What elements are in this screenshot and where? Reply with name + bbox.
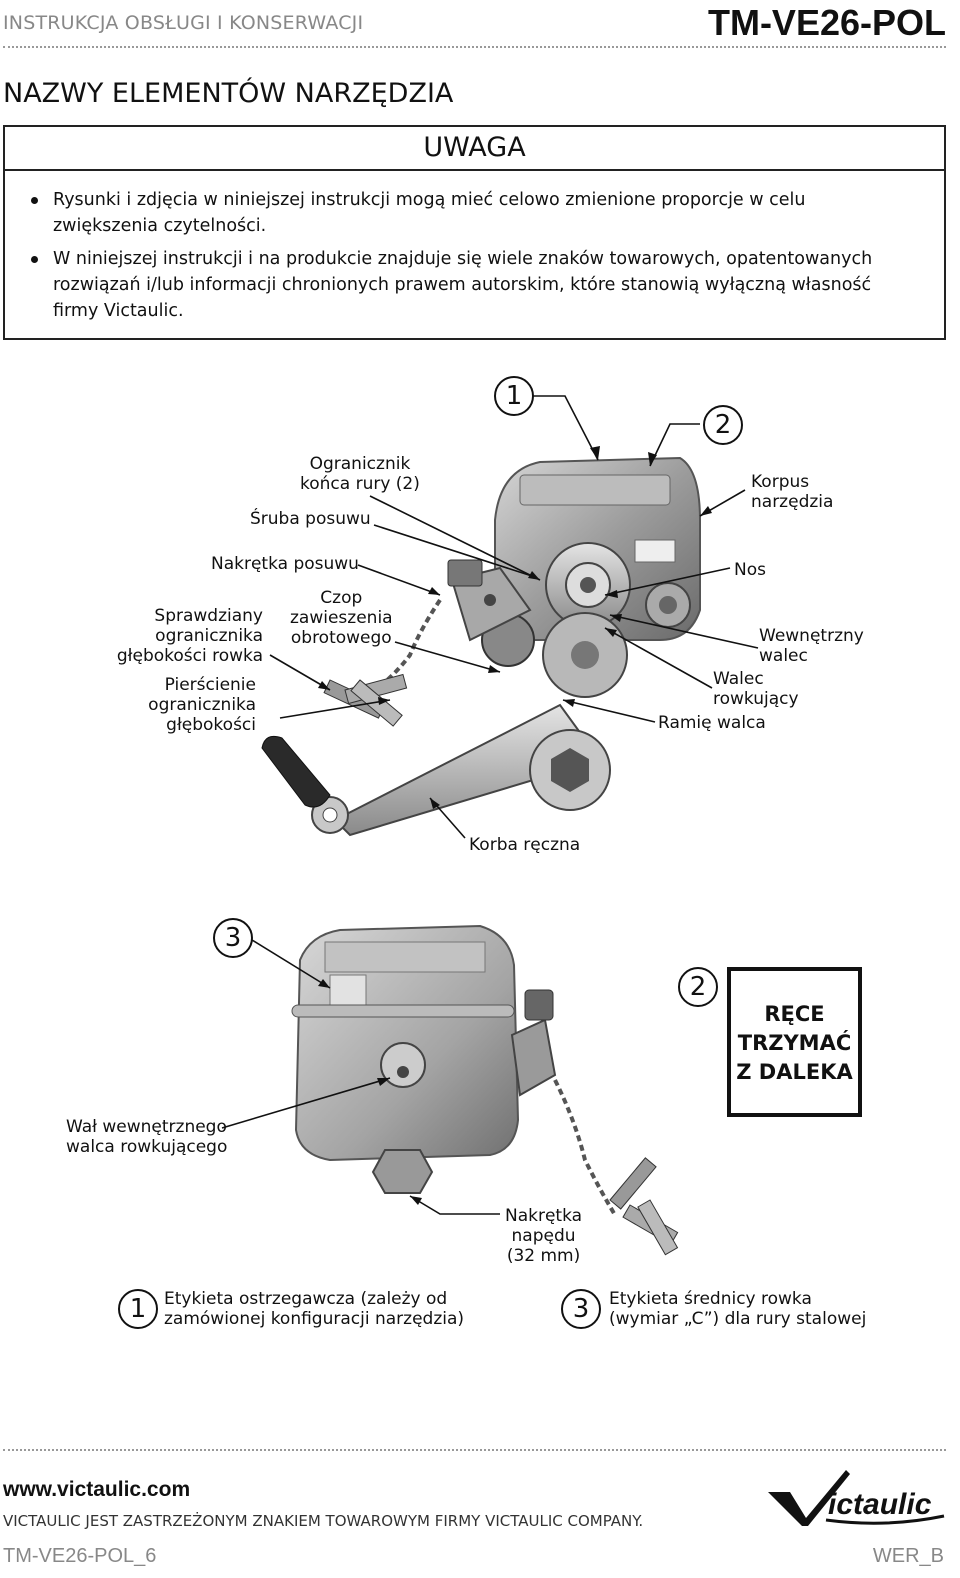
- victaulic-logo: ictaulic: [768, 1470, 945, 1526]
- tool-back-photo: [221, 924, 679, 1256]
- notice-item: W niniejszej instrukcji i na produkcie z…: [31, 246, 914, 324]
- notice-item: Rysunki i zdjęcia w niniejszej instrukcj…: [31, 187, 914, 239]
- legend-1-number: 1: [118, 1289, 158, 1329]
- label-depth-gauges: Sprawdziany ogranicznika głębokości rowk…: [116, 606, 263, 666]
- callout-3: 3: [213, 918, 253, 958]
- document-title: INSTRUKCJA OBSŁUGI I KONSERWACJI: [3, 12, 364, 34]
- label-tool-body: Korpus narzędzia: [751, 472, 834, 512]
- legend-1-text: Etykieta ostrzegawcza (zależy od zamówio…: [164, 1289, 465, 1329]
- label-hand-crank: Korba ręczna: [469, 835, 581, 855]
- notice-heading: UWAGA: [5, 127, 944, 171]
- label-inner-roller: Wewnętrzny walec: [759, 626, 864, 666]
- tool-front-photo: [261, 395, 759, 839]
- label-nose: Nos: [734, 560, 766, 580]
- label-feed-screw: Śruba posuwu: [250, 509, 371, 529]
- trademark-notice: VICTAULIC JEST ZASTRZEŻONYM ZNAKIEM TOWA…: [3, 1512, 644, 1530]
- svg-text:ictaulic: ictaulic: [828, 1488, 932, 1521]
- label-inner-roller-shaft: Wał wewnętrznego walca rowkującego: [66, 1117, 228, 1157]
- hands-away-warning: RĘCE TRZYMAĆ Z DALEKA: [727, 967, 862, 1117]
- page-code: TM-VE26-POL_6: [3, 1545, 157, 1567]
- label-roller-arm: Ramię walca: [658, 713, 766, 733]
- label-pipe-end-stop: Ogranicznik końca rury (2): [300, 454, 420, 494]
- label-pivot-pin: Czop zawieszenia obrotowego: [290, 588, 393, 648]
- legend-3-number: 3: [561, 1289, 601, 1329]
- label-drive-nut: Nakrętka napędu (32 mm): [505, 1206, 583, 1266]
- notice-box: UWAGA Rysunki i zdjęcia w niniejszej ins…: [3, 125, 946, 340]
- revision-code: WER_B: [872, 1545, 944, 1567]
- website-link[interactable]: www.victaulic.com: [3, 1478, 191, 1501]
- document-code: TM-VE26-POL: [707, 2, 946, 43]
- label-feed-nut: Nakrętka posuwu: [211, 554, 359, 574]
- footer-divider: [3, 1449, 946, 1451]
- header-divider: [3, 46, 946, 48]
- callout-1: 1: [494, 376, 534, 416]
- legend-3-text: Etykieta średnicy rowka (wymiar „C”) dla…: [609, 1289, 867, 1329]
- notice-list: Rysunki i zdjęcia w niniejszej instrukcj…: [5, 171, 944, 324]
- callout-2-back: 2: [678, 967, 718, 1007]
- section-title: NAZWY ELEMENTÓW NARZĘDZIA: [3, 78, 454, 109]
- label-groove-roller: Walec rowkujący: [713, 669, 799, 709]
- label-depth-rings: Pierścienie ogranicznika głębokości: [148, 675, 256, 735]
- callout-2: 2: [703, 405, 743, 445]
